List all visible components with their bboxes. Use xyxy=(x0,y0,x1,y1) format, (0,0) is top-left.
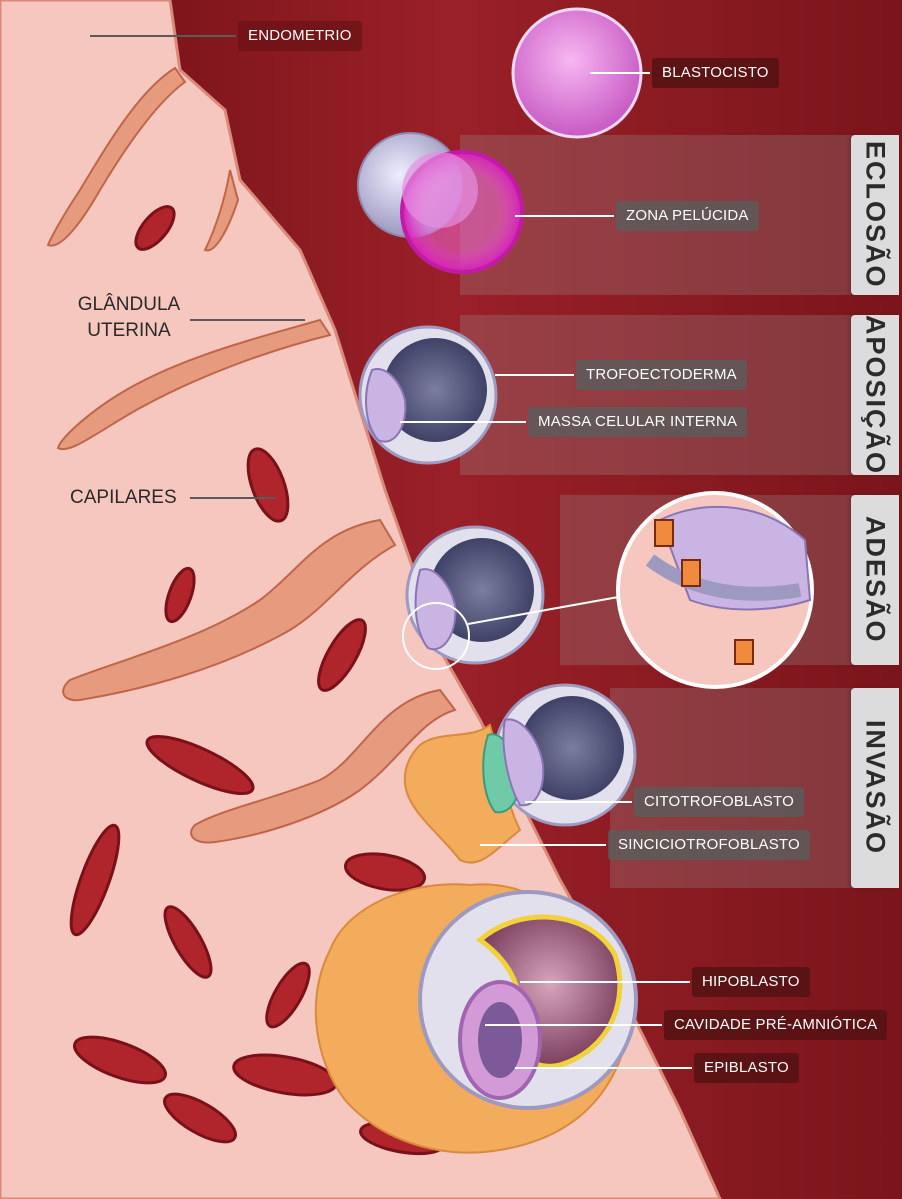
label-zona-pelucida: ZONA PELÚCIDA xyxy=(616,201,759,231)
label-glandula-uterina: GLÂNDULA UTERINA xyxy=(64,292,194,344)
label-massa-celular-interna: MASSA CELULAR INTERNA xyxy=(528,407,747,437)
pre-amniotic-cavity xyxy=(478,1002,522,1078)
inset-epithelial-cell xyxy=(735,640,753,664)
stage-tab-invasao: INVASÃO xyxy=(851,688,899,888)
stage-label-eclosao: ECLOSÃO xyxy=(860,141,891,289)
label-glandula-line2: UTERINA xyxy=(64,318,194,344)
label-hipoblasto: HIPOBLASTO xyxy=(692,967,810,997)
label-citotrofoblasto: CITOTROFOBLASTO xyxy=(634,787,804,817)
stage-tab-aposicao: APOSIÇÃO xyxy=(851,315,899,475)
stage-band-aposicao xyxy=(460,315,860,475)
stage-tab-eclosao: ECLOSÃO xyxy=(851,135,899,295)
stage-label-aposicao: APOSIÇÃO xyxy=(860,315,891,475)
stage-label-invasao: INVASÃO xyxy=(860,720,891,855)
stage-label-adesao: ADESÃO xyxy=(860,516,891,644)
label-trofoectoderma: TROFOECTODERMA xyxy=(576,360,747,390)
label-epiblasto: EPIBLASTO xyxy=(694,1053,799,1083)
inset-epithelial-cell xyxy=(655,520,673,546)
label-glandula-line1: GLÂNDULA xyxy=(64,292,194,318)
label-blastocisto: BLASTOCISTO xyxy=(652,58,779,88)
label-cavidade-pre-amniotica: CAVIDADE PRÉ-AMNIÓTICA xyxy=(664,1010,887,1040)
label-endometrio: ENDOMETRIO xyxy=(238,21,362,51)
zona-pellucida-inner xyxy=(402,152,478,228)
inset-epithelial-cell xyxy=(682,560,700,586)
stage-tab-adesao: ADESÃO xyxy=(851,495,899,665)
label-capilares: CAPILARES xyxy=(70,485,177,511)
label-sinciciotrofoblasto: SINCICIOTROFOBLASTO xyxy=(608,830,810,860)
